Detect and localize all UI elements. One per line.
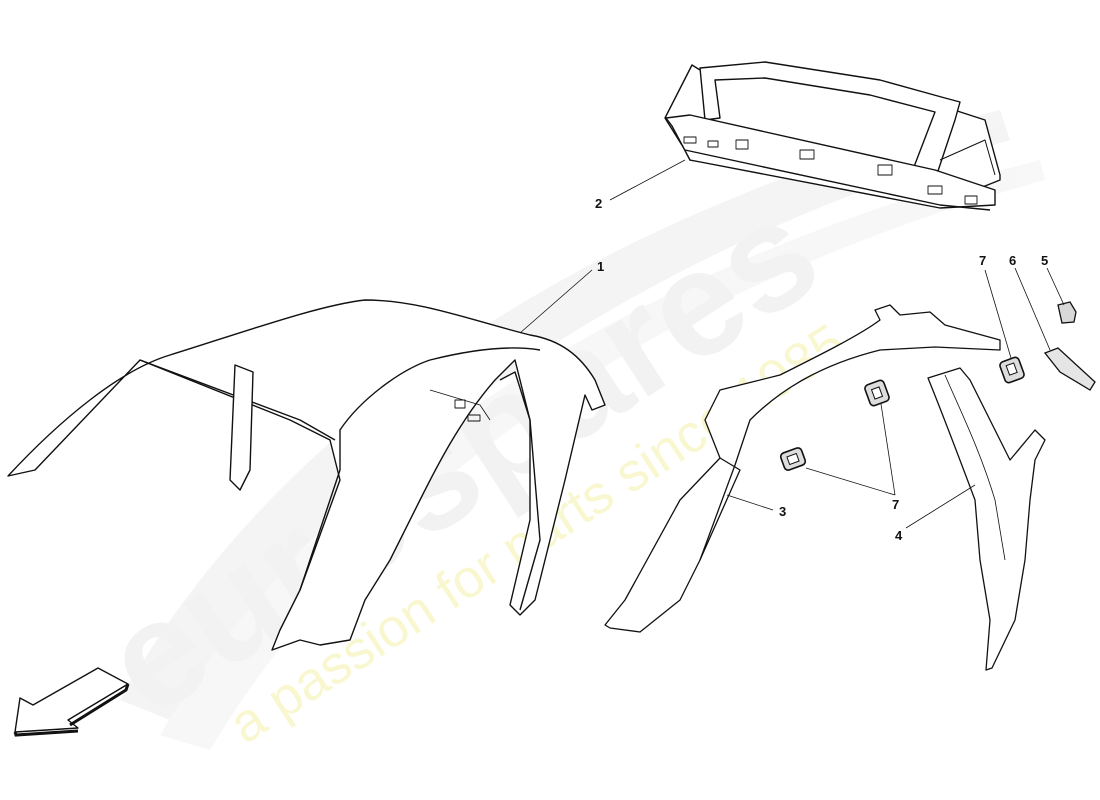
front-direction-arrow bbox=[13, 667, 130, 737]
leader-line-4 bbox=[905, 484, 976, 529]
part-5-bracket bbox=[1046, 267, 1077, 324]
callout-5: 5 bbox=[1041, 253, 1049, 268]
callout-6: 6 bbox=[1009, 253, 1017, 268]
leader-lines-7 bbox=[805, 269, 1012, 496]
leader-line-3 bbox=[726, 494, 774, 511]
callout-4: 4 bbox=[895, 528, 903, 543]
part-4-b-pillar bbox=[927, 367, 1046, 671]
callout-3: 3 bbox=[779, 504, 787, 519]
part-3-inner-arch bbox=[604, 304, 1001, 633]
leader-line-1 bbox=[519, 269, 593, 334]
callout-7-top: 7 bbox=[979, 253, 987, 268]
part-1-roof bbox=[7, 299, 606, 651]
leader-line-2 bbox=[609, 159, 686, 201]
callout-7-pair: 7 bbox=[892, 497, 900, 512]
part-2-rear-frame bbox=[664, 61, 1001, 211]
callout-2: 2 bbox=[595, 196, 603, 211]
part-6-strip bbox=[1014, 267, 1096, 391]
callout-1: 1 bbox=[597, 259, 605, 274]
